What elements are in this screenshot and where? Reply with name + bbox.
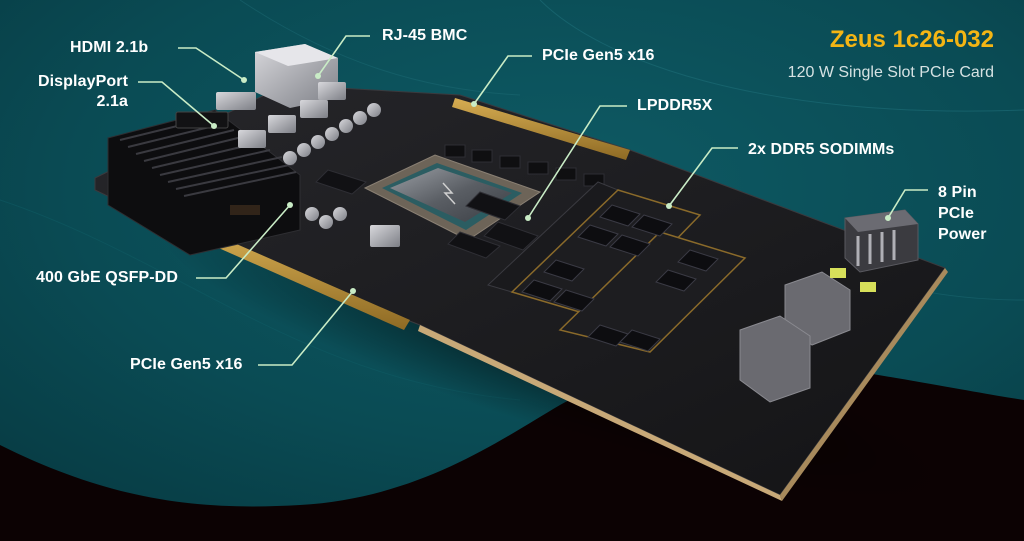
inductors	[739, 268, 876, 403]
leader-hdmi	[178, 47, 245, 81]
label-displayport-line2: 2.1a	[96, 93, 128, 110]
label-power: 8 Pin PCIe Power	[938, 182, 987, 245]
lpddr5x-chips	[315, 169, 539, 259]
pcie-gold-finger-top	[452, 98, 630, 160]
leader-lpddr5x	[527, 105, 627, 219]
leader-sodimm	[668, 147, 738, 207]
product-title: Zeus 1c26-032	[829, 26, 994, 53]
label-hdmi: HDMI 2.1b	[70, 39, 149, 56]
label-sodimm: 2x DDR5 SODIMMs	[748, 141, 895, 158]
hdmi-connector	[216, 92, 256, 110]
pcie-power-connector	[844, 209, 919, 273]
leader-dots	[211, 73, 891, 294]
leader-pcie-top	[473, 55, 532, 105]
label-power-line2: PCIe	[938, 205, 974, 222]
label-displayport: DisplayPort 2.1a	[30, 72, 128, 112]
sodimm-modules	[487, 181, 747, 353]
label-pcie-top: PCIe Gen5 x16	[542, 47, 655, 64]
displayport-connector	[175, 111, 229, 129]
pcie-gold-finger-bottom	[196, 228, 410, 330]
label-power-line3: Power	[938, 226, 987, 243]
leader-power	[887, 189, 928, 219]
leader-lines	[138, 35, 928, 366]
label-rj45: RJ-45 BMC	[382, 27, 468, 44]
vrm-chips	[444, 144, 605, 187]
label-qsfp: 400 GbE QSFP-DD	[36, 269, 178, 286]
label-power-line1: 8 Pin	[938, 184, 977, 201]
leader-displayport	[138, 81, 215, 127]
label-pcie-bottom: PCIe Gen5 x16	[130, 356, 243, 373]
rj45-connector	[255, 44, 338, 108]
label-displayport-line1: DisplayPort	[37, 73, 128, 90]
leader-pcie-bottom	[258, 290, 354, 366]
leader-rj45	[317, 35, 370, 77]
label-lpddr5x: LPDDR5X	[637, 97, 713, 114]
power-components	[238, 82, 381, 229]
product-subtitle: 120 W Single Slot PCIe Card	[787, 64, 994, 81]
leader-qsfp	[196, 204, 291, 279]
